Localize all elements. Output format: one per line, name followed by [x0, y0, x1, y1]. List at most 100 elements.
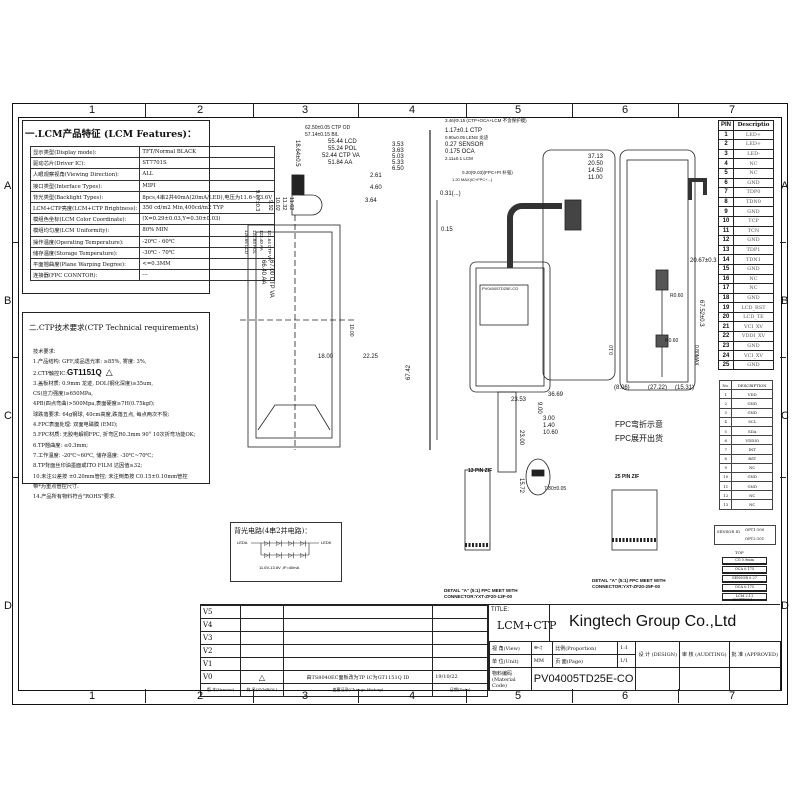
pin-number: 12 — [718, 490, 733, 501]
dim-aa: 51.84 AA — [328, 160, 352, 166]
features-section: 一.LCM产品特征 (LCM Features)： 显示类型(Display m… — [22, 120, 276, 294]
pin-description: VDDI_XV — [733, 331, 774, 342]
dim-label: 3.46(Φ.15 (CTP+OCA+LCM 不含保护膜) — [445, 117, 527, 124]
pin-number: 13 — [718, 499, 733, 510]
ctp-line-text: CS(应力强度)≥650MPa, — [33, 391, 93, 398]
feature-value: -20℃ - 60℃ — [139, 235, 276, 248]
feature-label: 背光类型(Backlight Types): — [29, 190, 141, 203]
pin-number: 9 — [718, 206, 734, 217]
column-label: 5 — [515, 690, 522, 702]
row-label: B — [781, 295, 789, 307]
change-cell — [282, 618, 434, 632]
page-value: 1/1 — [617, 654, 637, 668]
view-label: 视 角(View) — [489, 641, 532, 655]
pin-number: 1 — [718, 129, 734, 141]
pin-number: 3 — [718, 148, 734, 160]
pin13-label: 13 PIN ZIF — [468, 468, 492, 474]
dim-ctp-od: 62.50±0.05 CTP OD — [305, 125, 351, 131]
dim-label: 2.61 — [370, 173, 382, 179]
feature-label: 操作温度(Operating Temperature): — [29, 235, 141, 248]
grid-divider — [572, 689, 573, 703]
pin-number: 16 — [718, 273, 734, 285]
pin-number: 18 — [718, 292, 734, 304]
dim-label: 36.69 — [548, 392, 564, 398]
connector-13pin — [464, 469, 491, 551]
dim-label: 0.20(Φ.03)(FPC+PI 补强) — [462, 169, 513, 176]
ctp-section: 二.CTP技术要求(CTP Technical requirements) 技术… — [22, 312, 210, 500]
grid-divider — [466, 103, 467, 117]
sensor-id-box: SENSOR ID OPT1:100 OPT2:101 — [714, 525, 776, 545]
pin-description: GND — [733, 177, 774, 189]
dim-label: 3.64 — [365, 198, 377, 204]
pin-description: VCI_XV — [733, 350, 774, 361]
led-icon: ▷| — [276, 553, 283, 559]
pin-description: SDA — [731, 425, 773, 437]
ctp-line: 1.产品结构: GFF,成品透光率: ≥85%, 雾度: 3%, — [33, 357, 209, 367]
pin-description: GND — [733, 206, 774, 217]
column-label: 3 — [302, 104, 309, 116]
feature-row: LCM+CTP亮度(LCM+CTP Brightness):350 cd/m2 … — [29, 201, 276, 215]
drawing-title: LCM+CTP — [497, 619, 557, 632]
unit-label: 单 位(Unit) — [489, 654, 532, 668]
pin-number: 2 — [718, 139, 734, 150]
pin-number: 12 — [718, 235, 734, 246]
change-cell: 由TS8040EC面板改为TP IC为GT1151Q ID — [282, 670, 434, 684]
proportion-label: 比例(Proportion) — [552, 641, 619, 655]
ctp-front-view — [542, 149, 616, 381]
pin25-label: 25 PIN ZIF — [615, 474, 639, 480]
projection-icon: ⊕◁ — [530, 641, 554, 655]
dim-label: 23.53 — [511, 397, 527, 403]
column-label: 2 — [197, 690, 204, 702]
sensor-id-value: OPT1:100 — [745, 527, 765, 532]
dim-label: 66.40 AA — [260, 260, 266, 284]
pin-number: 10 — [718, 471, 733, 483]
dim-label: 18.00 — [318, 354, 334, 360]
ctp-line-text: 2.CTP触控IC: — [33, 370, 68, 377]
pin-description: TDP0 — [733, 187, 774, 198]
change-cell — [282, 605, 434, 619]
pin-description: NC — [733, 273, 774, 285]
grid-divider — [678, 103, 679, 117]
date-cell — [432, 631, 488, 645]
warning-triangle-icon: △ — [105, 367, 113, 378]
pin-description: GND — [733, 292, 774, 304]
column-label: 7 — [729, 104, 736, 116]
dim-label: 67.42 — [406, 364, 412, 380]
ctp-line: 球跌落要求: 64g钢球, 40cm高度,跌落五点, 每点两次不裂; — [33, 410, 209, 420]
pin-number: 4 — [718, 158, 734, 169]
no-header: No. — [718, 379, 733, 391]
detail-25pin-note: DETAIL "A" (5:1) FPC MEET WITH CONNECTOR… — [592, 578, 666, 589]
revision-header-change: 变更记录(Change History) — [282, 683, 434, 697]
ctp-line: 带*为重点管控尺寸. — [33, 482, 209, 492]
pin-description: LCD_TE — [733, 311, 774, 323]
title-area: TITLE: LCM+CTP Kingtech Group Co.,Ltd 视 … — [488, 605, 782, 691]
revision-header-symbol: 符 号(SYMBOL) — [240, 683, 284, 697]
led-circuit-diagram: LEDA LEDK ▷|▷|▷|▷|▷|▷|▷|▷| 11.6V-13.6V ,… — [237, 540, 332, 570]
revision-row: V5 — [199, 605, 488, 619]
feature-label: 驱动芯片(Driver IC): — [29, 157, 141, 170]
feature-value: ALL — [139, 168, 276, 181]
pin-header: PIN — [718, 120, 734, 131]
symbol-cell — [240, 618, 284, 632]
pin-number: 11 — [718, 481, 733, 492]
warning-triangle-icon: △ — [240, 670, 284, 684]
panel-label: PV04005TD25E-CO — [482, 286, 518, 291]
fpc-bend-note: FPC弯折示意 — [615, 419, 663, 429]
led-array: ▷|▷|▷|▷|▷|▷|▷|▷| — [264, 541, 307, 559]
dim-label: 20.50 — [588, 161, 604, 167]
dim-label: 10.60 — [543, 430, 559, 436]
feature-row: 连接器(FPC CONNTOR):--- — [29, 269, 276, 282]
ctp-line-text: 4.FPC表面处理: 双面电磁膜 (EMI); — [33, 422, 118, 429]
